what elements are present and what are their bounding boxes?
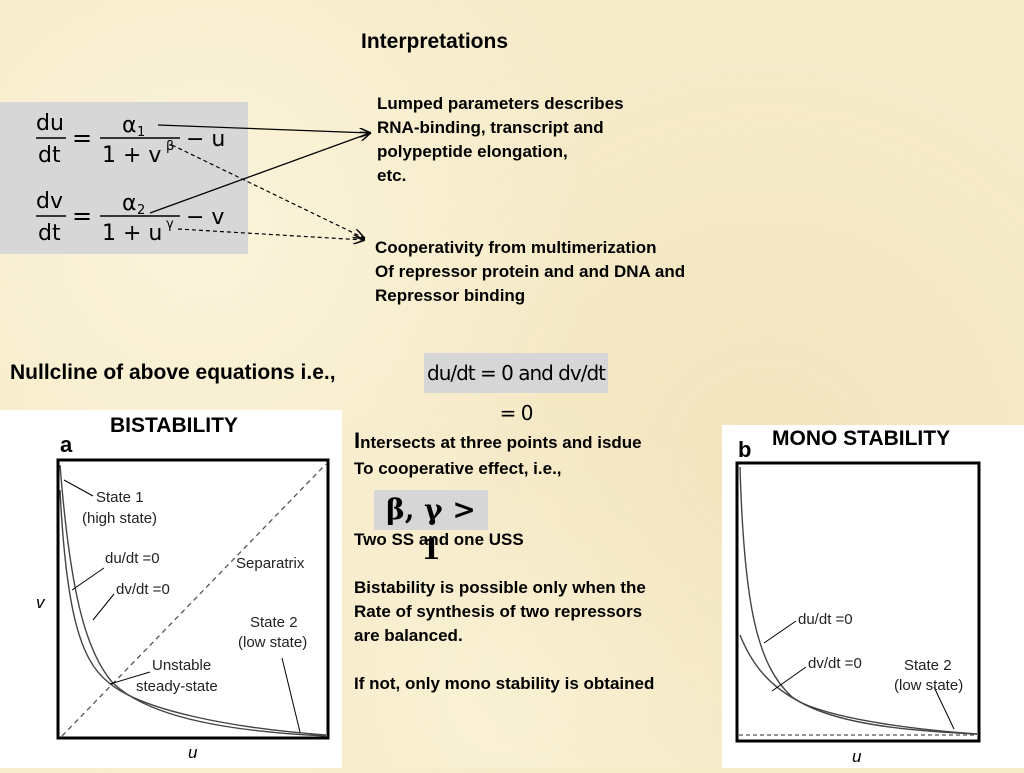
note1-line: Lumped parameters describes xyxy=(377,94,624,113)
bistability-frame xyxy=(56,458,330,740)
eq1-coef-sub: 1 xyxy=(137,125,145,140)
eq2-tail: − v xyxy=(186,205,224,230)
note-lumped-parameters: Lumped parameters describes RNA-binding,… xyxy=(377,92,747,188)
mono-label-state2-a: State 2 xyxy=(904,657,952,674)
eq2-lhs-num: dv xyxy=(36,189,63,214)
nullcline-equation: du/dt = 0 and dv/dt = 0 xyxy=(424,353,608,425)
note1-line: etc. xyxy=(377,166,407,185)
equation-svg: du dt = α 1 1 + v β − u dv dt = α 2 1 + … xyxy=(36,111,225,246)
mono-label-state2-b: (low state) xyxy=(894,677,963,694)
mono-label-dvdt: dv/dt =0 xyxy=(808,655,862,672)
leader-unstable xyxy=(109,671,151,685)
mono-title: MONO STABILITY xyxy=(772,427,950,450)
mono-line: If not, only mono stability is obtained xyxy=(354,674,655,693)
leader-state1 xyxy=(63,479,94,497)
label-unstable-a: Unstable xyxy=(152,657,211,674)
bistability-title: BISTABILITY xyxy=(110,414,238,437)
mono-panel-letter: b xyxy=(738,437,751,462)
eq1-den: 1 + v xyxy=(102,143,161,168)
mono-svg: MONO STABILITY b du/dt =0 dv/dt =0 State… xyxy=(735,427,981,766)
label-state2-a: State 2 xyxy=(250,614,298,631)
arrow-alpha1 xyxy=(157,124,370,133)
mono-curve-dv-dt xyxy=(739,634,978,735)
label-dvdt: dv/dt =0 xyxy=(116,581,170,598)
intersection-text: Intersects at three points and isdue To … xyxy=(354,428,714,482)
curve-dv-dt xyxy=(59,489,327,736)
eq2-coef-sub: 2 xyxy=(137,203,145,218)
page-heading: Interpretations xyxy=(361,30,509,53)
arrow-beta xyxy=(171,144,364,238)
eq2-den: 1 + u xyxy=(102,221,162,246)
eq2-equals: = xyxy=(72,202,92,230)
mono-leader-dvdt xyxy=(771,666,807,692)
intersects-line1: ntersects at three points and isdue xyxy=(360,433,642,452)
eq1-lhs-num: du xyxy=(36,111,64,136)
eq1-equals: = xyxy=(72,124,92,152)
leader-dudt xyxy=(71,567,105,591)
bistability-ylabel: v xyxy=(36,593,46,612)
bistability-panel-letter: a xyxy=(60,432,73,457)
eq1-tail: − u xyxy=(186,127,225,152)
mono-xlabel: u xyxy=(852,747,862,766)
arrow-alpha2 xyxy=(149,133,370,214)
leader-dvdt xyxy=(92,593,115,621)
separatrix-line xyxy=(61,463,327,737)
eq2-lhs-den: dt xyxy=(38,221,61,246)
label-state1-b: (high state) xyxy=(82,510,157,527)
arrow-gamma xyxy=(177,228,364,240)
note2-line: Repressor binding xyxy=(375,286,526,305)
bistability-svg: BISTABILITY a State 1 (high state) du/dt… xyxy=(36,414,330,762)
ss-line: Two SS and one USS xyxy=(354,530,524,549)
note1-line: polypeptide elongation, xyxy=(377,142,568,161)
note-cooperativity: Cooperativity from multimerization Of re… xyxy=(375,236,775,308)
curve-du-dt xyxy=(59,464,327,737)
label-separatrix: Separatrix xyxy=(236,555,305,572)
label-state2-b: (low state) xyxy=(238,634,307,651)
label-dudt: du/dt =0 xyxy=(105,550,160,567)
mono-leader-state2 xyxy=(933,686,955,730)
label-unstable-b: steady-state xyxy=(136,678,218,695)
note2-line: Of repressor protein and and DNA and xyxy=(375,262,686,281)
note2-line: Cooperativity from multimerization xyxy=(375,238,657,257)
eq1-den-exp: β xyxy=(166,139,174,154)
bistab-line: are balanced. xyxy=(354,626,463,645)
mono-stability-plot: MONO STABILITY b du/dt =0 dv/dt =0 State… xyxy=(722,425,1024,768)
intersects-line2: To cooperative effect, i.e., xyxy=(354,459,562,478)
bistability-plot: BISTABILITY a State 1 (high state) du/dt… xyxy=(0,410,342,768)
eq2-den-exp: γ xyxy=(166,217,174,232)
mono-frame xyxy=(735,461,981,743)
intersects-first-letter: I xyxy=(354,428,361,453)
stability-explanation: Two SS and one USS Bistability is possib… xyxy=(354,528,722,696)
eq1-coef: α xyxy=(122,113,137,138)
bistability-xlabel: u xyxy=(188,743,198,762)
eq2-coef: α xyxy=(122,191,137,216)
note1-line: RNA-binding, transcript and xyxy=(377,118,604,137)
mono-leader-dudt xyxy=(763,620,797,644)
bistab-line: Rate of synthesis of two repressors xyxy=(354,602,643,621)
bistab-line: Bistability is possible only when the xyxy=(354,578,646,597)
eq1-lhs-den: dt xyxy=(38,143,61,168)
label-state1-a: State 1 xyxy=(96,489,144,506)
leader-state2 xyxy=(281,657,301,733)
mono-label-dudt: du/dt =0 xyxy=(798,611,853,628)
nullcline-text: Nullcline of above equations i.e., xyxy=(10,361,336,384)
beta-gamma-equation: β, γ > 1 xyxy=(374,490,488,566)
